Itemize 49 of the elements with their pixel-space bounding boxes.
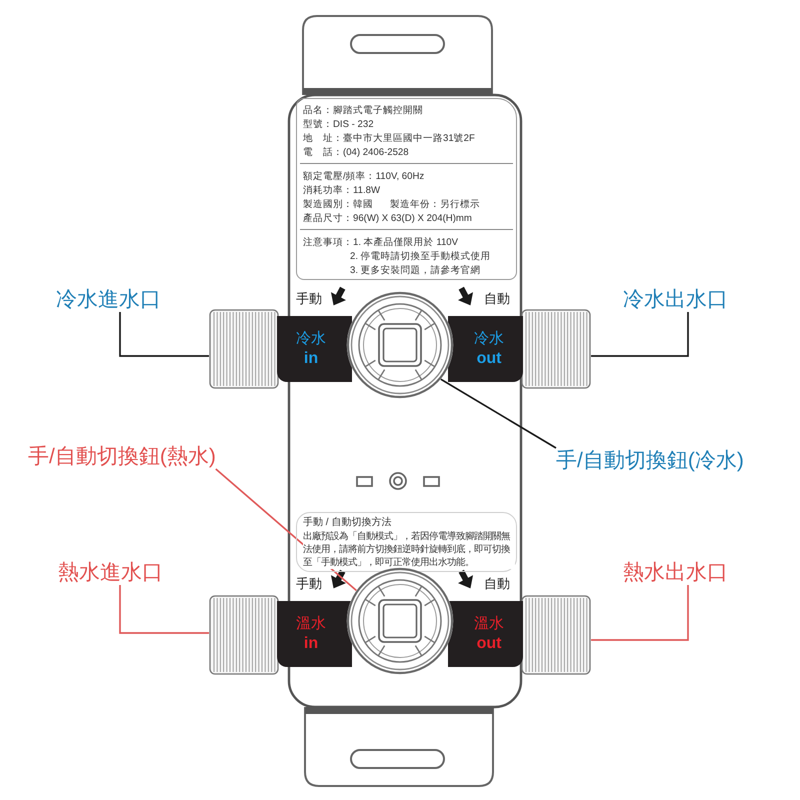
threaded-pipe — [209, 309, 279, 389]
mode-label: 手動 — [296, 291, 322, 307]
threaded-pipe — [209, 595, 279, 675]
label-text: 品名：腳踏式電子觸控開關 — [303, 104, 423, 117]
mode-label: 自動 — [484, 576, 510, 592]
label-text: 2. 停電時請切換至手動模式使用 — [350, 250, 491, 263]
port-label: 冷水 — [296, 329, 326, 349]
callout-text: 冷水出水口 — [623, 287, 728, 312]
mode-label: 自動 — [484, 291, 510, 307]
leader-line — [440, 378, 556, 449]
label-text: 3. 更多安裝問題，請參考官網 — [350, 264, 481, 277]
port-tab — [448, 316, 523, 382]
knob — [345, 290, 455, 400]
callout-text: 手/自動切換鈕(熱水) — [28, 444, 216, 469]
label-text: 額定電壓/頻率：110V, 60Hz — [303, 170, 424, 183]
mode-label: 手動 — [296, 576, 322, 592]
callout-text: 冷水進水口 — [56, 287, 161, 312]
label-text: 產品尺寸：96(W) X 63(D) X 204(H)mm — [303, 212, 472, 225]
port-tab — [277, 316, 352, 382]
port-label: 冷水 — [474, 329, 504, 349]
port-label: 溫水 — [296, 614, 326, 634]
instruction-panel — [296, 512, 517, 572]
label-text: 注意事項：1. 本產品僅限用於 110V — [303, 236, 458, 249]
leader-line — [119, 312, 209, 357]
callout-text: 手/自動切換鈕(冷水) — [556, 448, 744, 473]
leader-line — [591, 585, 689, 641]
port-tab — [448, 601, 523, 667]
leader-line — [591, 312, 689, 357]
label-text: 電 話：(04) 2406-2528 — [303, 146, 409, 159]
instruction-text: 出廠預設為「自動模式」，若因停電導致腳踏開關無法使用，請將前方切換鈕逆時針旋轉到底，即可切換至「手動模式」，即可正常使用出水功能。 — [303, 530, 515, 569]
port-label: out — [476, 349, 502, 369]
port-label: in — [304, 349, 318, 369]
label-panel — [296, 98, 517, 280]
panel-heading: 手動 / 自動切換方法 — [303, 516, 392, 529]
label-text: 消耗功率：11.8W — [303, 184, 380, 197]
knob — [345, 566, 455, 676]
leader-line — [119, 585, 209, 634]
callout-text: 熱水出水口 — [623, 560, 728, 585]
port-label: 溫水 — [474, 614, 504, 634]
threaded-pipe — [521, 309, 591, 389]
label-text: 地 址：臺中市大里區國中一路31號2F — [303, 132, 475, 145]
label-text: 製造年份：另行標示 — [390, 198, 480, 211]
label-text: 型號：DIS - 232 — [303, 118, 374, 131]
label-text: 製造國別：韓國 — [303, 198, 373, 211]
callout-text: 熱水進水口 — [58, 560, 163, 585]
threaded-pipe — [521, 595, 591, 675]
port-label: out — [476, 634, 502, 654]
port-tab — [277, 601, 352, 667]
port-label: in — [304, 634, 318, 654]
